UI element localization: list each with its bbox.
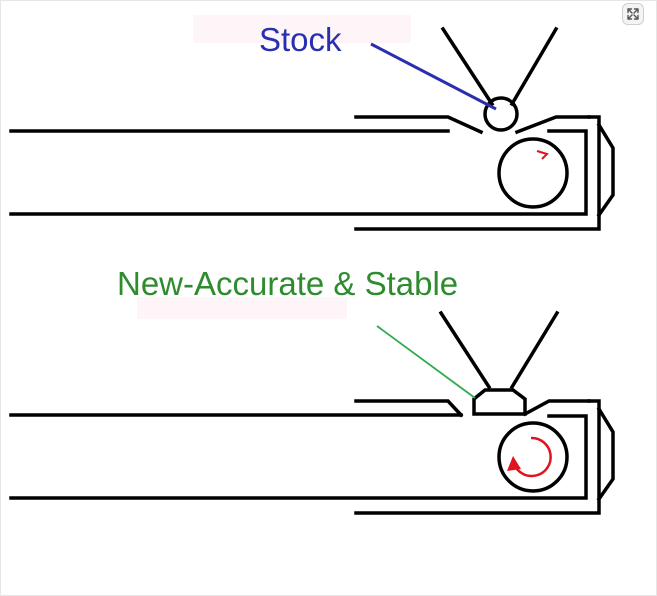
new-slant-guide [354,399,591,418]
stock-slant-guide [354,115,591,135]
stock-rotation-arrow [536,150,549,160]
stock-end-cap [596,122,615,218]
stock-mechanism [9,26,615,231]
stock-lower-rail [9,129,588,216]
new-accurate-label: New-Accurate & Stable [117,265,459,302]
new-v-holder [438,310,560,390]
new-right-housing [354,399,601,515]
new-flat-pad [472,388,527,416]
new-rotation-arrow [512,436,552,478]
new-rotation-arrowhead [507,456,521,471]
new-pointer-line [376,325,476,399]
new-end-cap [596,406,615,502]
stock-label: Stock [259,21,342,58]
stock-pointer-line [370,42,497,111]
new-lower-rail [9,414,588,500]
new-mechanism [9,310,615,515]
stock-label-highlight [193,15,411,43]
new-rotating-wheel [497,421,569,493]
stock-round-contact [483,96,519,132]
expand-arrows-icon [627,8,639,20]
stock-right-housing [354,115,601,231]
stock-v-holder [440,26,559,107]
new-label-highlight [137,297,347,319]
stock-rotating-wheel [497,137,569,209]
expand-button[interactable] [622,3,644,25]
